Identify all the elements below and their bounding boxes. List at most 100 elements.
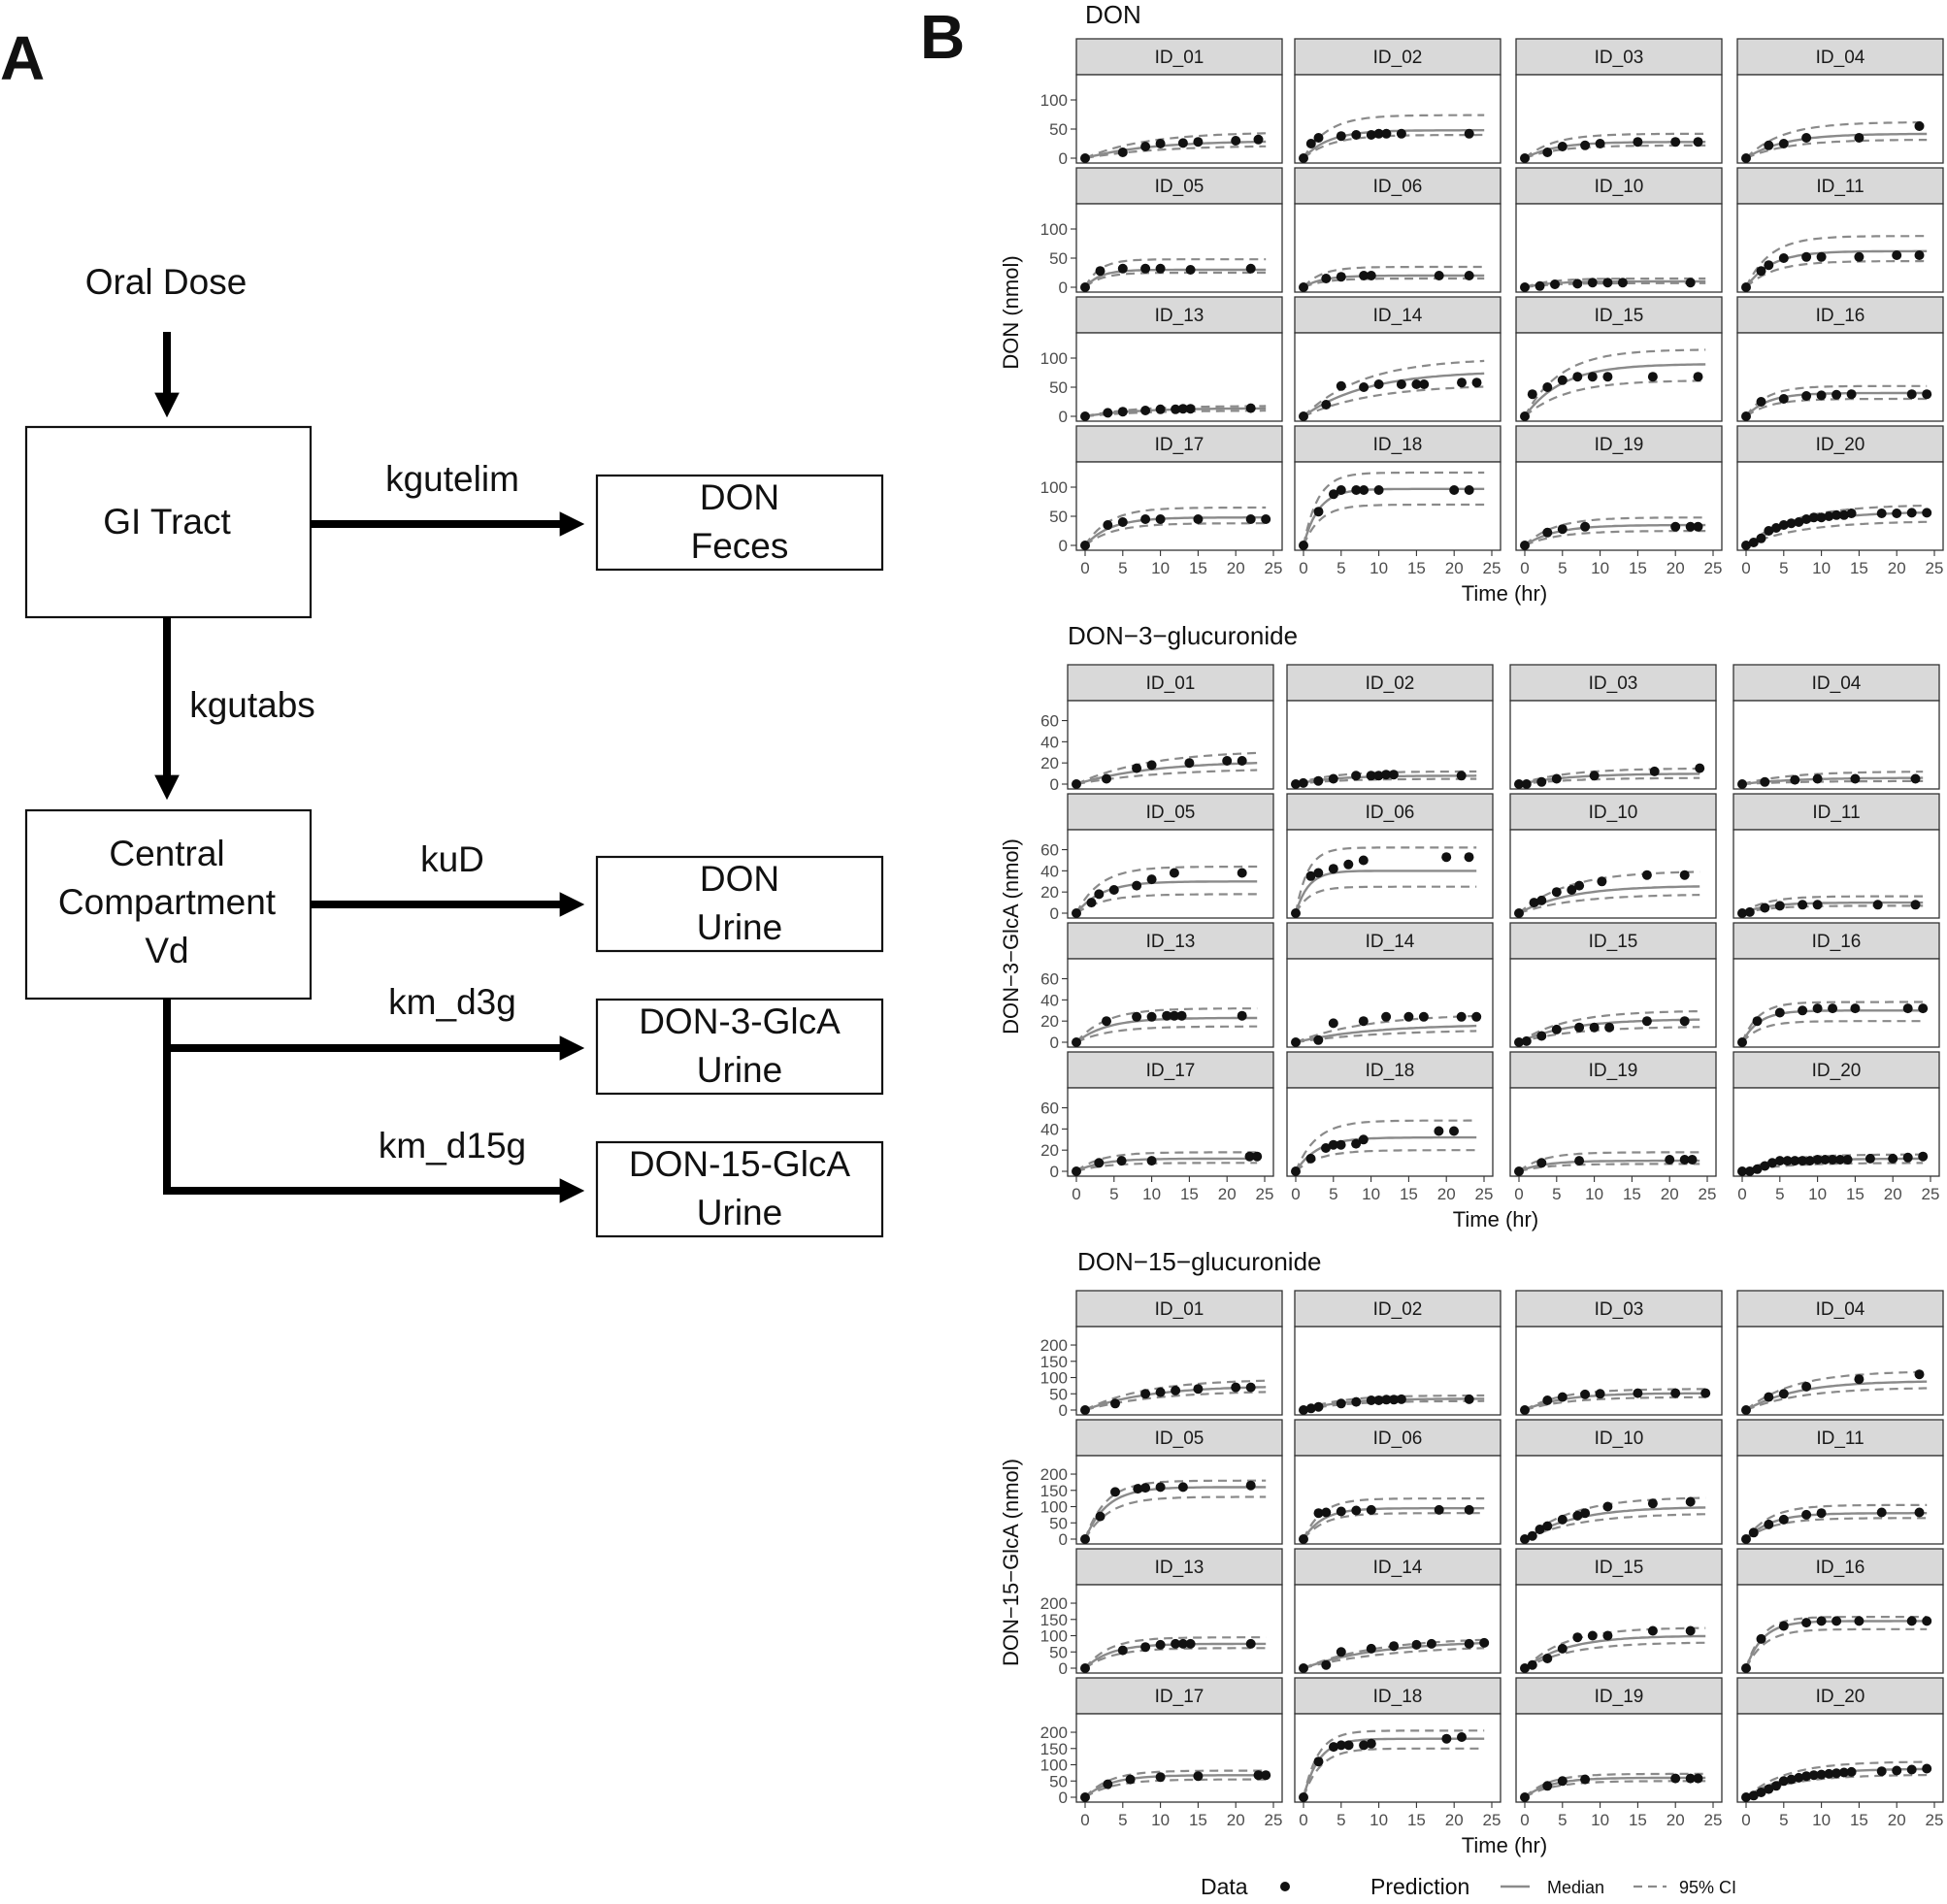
ci-upper-line [1524, 348, 1706, 417]
data-point [1521, 779, 1532, 789]
x-tick-label: 20 [1888, 1811, 1906, 1829]
x-tick-label: 5 [1779, 1811, 1788, 1829]
facet-id-label: ID_17 [1146, 1061, 1196, 1081]
y-tick-label: 50 [1049, 1385, 1068, 1403]
y-tick-label: 100 [1040, 91, 1068, 110]
facet-strip [1067, 922, 1274, 960]
kgutabs-label: kgutabs [189, 685, 315, 725]
facet-strip [1515, 38, 1723, 76]
data-point [1133, 1484, 1143, 1494]
data-point [1649, 766, 1660, 776]
data-point [1812, 900, 1823, 910]
x-tick-label: 20 [1666, 1811, 1685, 1829]
data-point [1252, 1151, 1263, 1162]
data-point [1906, 389, 1917, 400]
data-point [1291, 1037, 1301, 1047]
data-point [1351, 1138, 1362, 1149]
plot-area [1515, 332, 1723, 422]
data-point [1801, 1381, 1812, 1392]
data-point [1441, 852, 1452, 863]
data-point [1245, 1480, 1256, 1491]
facet-id-label: ID_11 [1816, 1428, 1864, 1449]
data-point [1155, 1639, 1166, 1650]
data-point [1741, 411, 1751, 421]
data-point [1520, 153, 1530, 163]
data-point [1336, 1647, 1346, 1658]
data-point [1177, 138, 1188, 148]
facet-id-label: ID_17 [1155, 435, 1204, 455]
data-point [1542, 1781, 1553, 1791]
facet-id-label: ID_06 [1373, 1428, 1423, 1449]
data-point [1291, 908, 1301, 918]
data-point [1146, 760, 1157, 771]
data-point [1589, 1022, 1600, 1033]
data-point [1597, 876, 1607, 887]
data-point [1359, 382, 1370, 392]
data-point [1685, 1773, 1696, 1784]
data-point [1169, 1010, 1179, 1021]
data-point [1693, 521, 1703, 532]
x-tick-label: 15 [1189, 559, 1207, 577]
facet-panel: ID_02 [1286, 664, 1494, 790]
median-line [1518, 885, 1700, 915]
y-tick-label: 0 [1059, 1401, 1068, 1420]
data-point [1786, 1774, 1797, 1785]
facet-panel: ID_11 [1736, 1419, 1944, 1545]
facet-id-label: ID_14 [1366, 932, 1415, 952]
y-tick-label: 0 [1059, 1530, 1068, 1549]
plot-area [1294, 1455, 1502, 1545]
ci-upper-line [1518, 1009, 1700, 1043]
data-point [1245, 514, 1256, 524]
data-point [1366, 271, 1376, 280]
y-tick-label: 60 [1040, 1100, 1059, 1118]
data-point [1741, 1534, 1751, 1544]
data-point [1140, 1642, 1151, 1653]
data-point [1801, 1509, 1812, 1520]
data-point [1313, 1401, 1324, 1412]
x-tick-label: 5 [1558, 1811, 1567, 1829]
ci-upper-line [1303, 265, 1485, 288]
facet-panel: ID_10 [1515, 167, 1723, 293]
data-point [1464, 1638, 1474, 1649]
data-point [1602, 278, 1613, 288]
plot-area [1075, 461, 1283, 551]
data-point [1140, 406, 1151, 415]
data-point [1155, 263, 1166, 274]
y-tick-label: 200 [1040, 1594, 1068, 1613]
ci-lower-line [1295, 1149, 1477, 1172]
data-point [1854, 251, 1864, 262]
data-point [1778, 1621, 1789, 1631]
legend-data-label: Data [1201, 1874, 1248, 1899]
data-point [1744, 906, 1755, 917]
ci-lower-line [1303, 1512, 1485, 1540]
data-point [1557, 375, 1568, 385]
data-point [1842, 1155, 1853, 1165]
ci-lower-line [1302, 1747, 1485, 1798]
facet-panel: ID_11 [1732, 793, 1940, 919]
facet-strip [1286, 793, 1494, 831]
facet-id-label: ID_10 [1589, 803, 1638, 823]
data-point [1117, 263, 1128, 274]
data-point [1782, 1156, 1793, 1166]
facet-id-label: ID_06 [1366, 803, 1415, 823]
data-point [1457, 1732, 1467, 1742]
facet-strip [1732, 1051, 1940, 1089]
x-tick-label: 20 [1445, 559, 1464, 577]
data-point [1313, 775, 1324, 786]
ci-upper-line [1084, 132, 1267, 160]
facet-id-label: ID_05 [1155, 1428, 1204, 1449]
facet-id-label: ID_15 [1595, 1558, 1644, 1578]
data-point [1373, 379, 1384, 389]
ci-upper-line [1303, 114, 1485, 159]
facet-strip [1736, 38, 1944, 76]
data-point [1846, 1766, 1857, 1777]
data-point [1245, 263, 1256, 274]
median-line [1084, 1774, 1267, 1798]
data-point [1299, 282, 1308, 292]
